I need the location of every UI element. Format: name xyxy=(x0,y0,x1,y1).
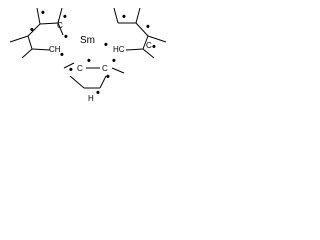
molecule-diagram: CH C • • • • Sm • HC C • • • • C C H • •… xyxy=(0,0,175,109)
bottom-ring-c-label-2: C xyxy=(102,64,108,73)
right-ring-hc-label: HC xyxy=(113,45,125,54)
right-ring-radical-4: • xyxy=(152,41,156,53)
metal-radical: • xyxy=(60,49,64,61)
left-ring-radical-4: • xyxy=(64,31,68,43)
metal-label: Sm xyxy=(80,35,95,46)
left-ring-c-label: C xyxy=(57,21,63,30)
bottom-ring-radical-2: • xyxy=(87,55,91,67)
bottom-ring-c-label-1: C xyxy=(77,64,83,73)
left-ring-ch-label: CH xyxy=(49,45,61,54)
right-ring-c-label: C xyxy=(146,41,152,50)
bottom-ring-h-label: H xyxy=(88,94,94,103)
right-ring-radical-3: • xyxy=(104,39,108,51)
left-ring-radical-3: • xyxy=(30,24,34,36)
left-ring-radical-2: • xyxy=(63,11,67,23)
right-ring-radical-1: • xyxy=(122,11,126,23)
bottom-ring-radical-4: • xyxy=(106,71,110,83)
bond-lines xyxy=(9,7,167,89)
left-ring-radical-1: • xyxy=(41,7,45,19)
bottom-ring-radical-3: • xyxy=(112,55,116,67)
bottom-ring-radical-5: • xyxy=(96,87,100,99)
molecule-svg: CH C • • • • Sm • HC C • • • • C C H • •… xyxy=(9,7,167,103)
bottom-ring-radical-1: • xyxy=(69,64,73,76)
right-ring-radical-2: • xyxy=(146,21,150,33)
